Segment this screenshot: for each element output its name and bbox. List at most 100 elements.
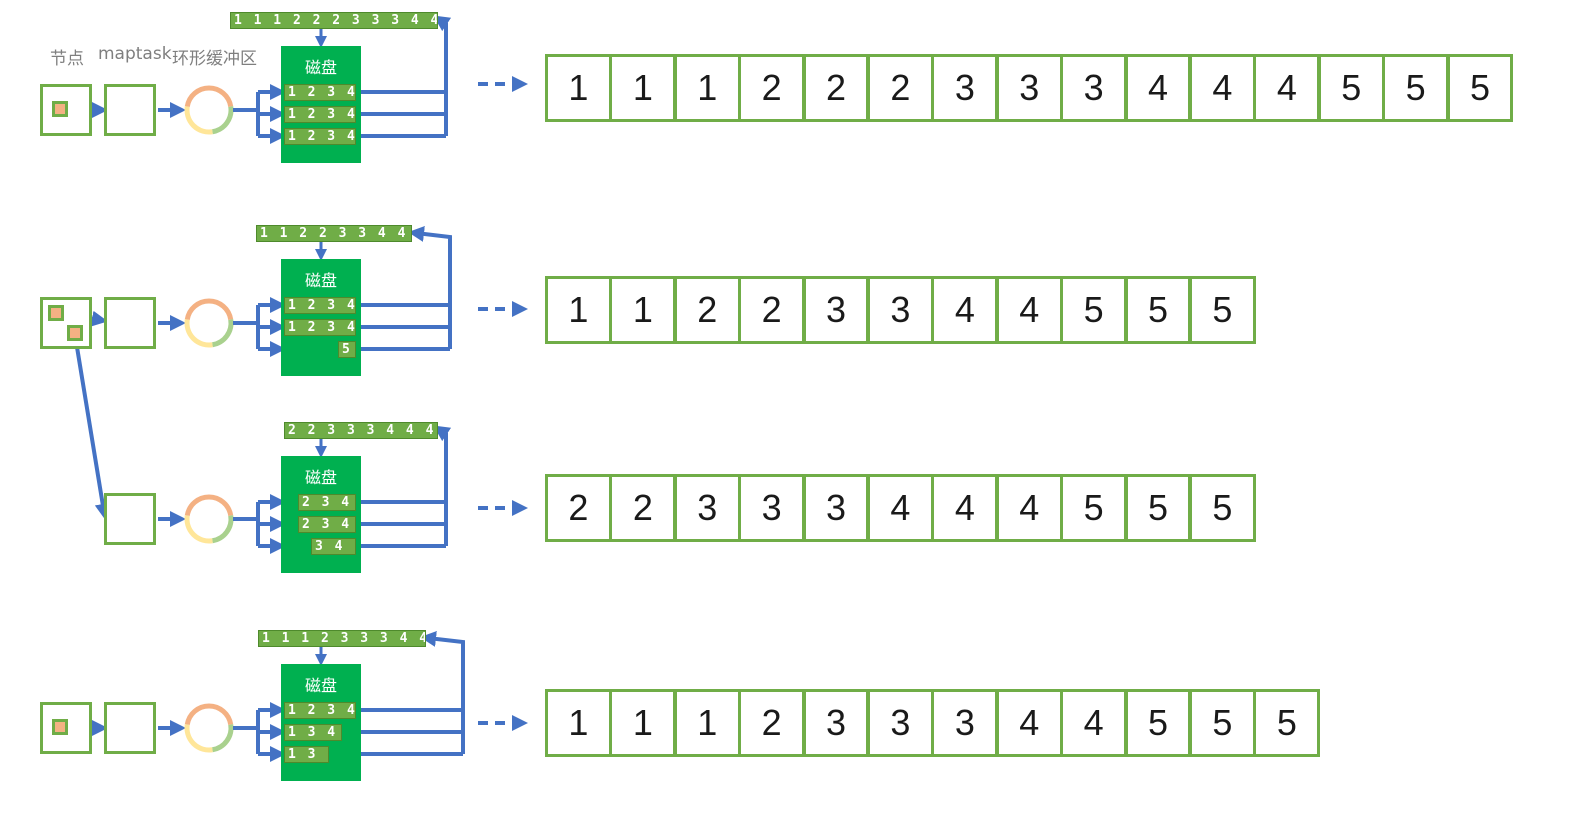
spill-file: 1 2 3 4 5	[284, 319, 356, 336]
disk-label: 磁盘	[304, 468, 337, 487]
merge-arrow	[408, 225, 452, 349]
output-cell: 3	[802, 276, 870, 344]
output-cell: 5	[1382, 54, 1450, 122]
merged-file: 1 1 2 2 3 3 4 4 5 5 5	[256, 225, 412, 242]
disk-label: 磁盘	[304, 676, 337, 695]
spill-file: 1 2 3 4 5	[284, 106, 356, 123]
ring-buffer-segment	[184, 703, 234, 726]
disk-block: 磁盘	[281, 46, 361, 163]
node-data-block	[48, 305, 64, 321]
output-cell: 1	[673, 689, 741, 757]
ring-buffer-segment	[184, 724, 213, 753]
node-data-block	[52, 719, 68, 735]
output-cell: 5	[1060, 276, 1128, 344]
output-cell: 4	[1253, 54, 1321, 122]
merged-file: 2 2 3 3 3 4 4 4 5 5 5	[284, 422, 438, 439]
disk-block: 磁盘	[281, 259, 361, 376]
ring-buffer-segment	[184, 298, 234, 321]
output-cell: 2	[867, 54, 934, 122]
node-data-block	[52, 101, 68, 117]
output-cell: 4	[995, 689, 1063, 757]
output-cell: 1	[545, 54, 612, 122]
spill-file: 1 3 4 5	[284, 724, 342, 741]
ring-buffer-segment	[211, 724, 234, 753]
disk-block: 磁盘	[281, 456, 361, 573]
output-cell: 4	[1189, 54, 1256, 122]
spill-file: 5	[338, 341, 356, 358]
output-cell: 4	[867, 474, 934, 542]
node-header-label: 节点	[50, 49, 84, 69]
output-cell: 5	[1446, 54, 1514, 122]
output-cell: 4	[995, 276, 1063, 344]
spill-file: 1 2 3 4 5	[284, 84, 356, 101]
output-cell: 2	[609, 474, 677, 542]
spill-file: 1 2 3 4 5	[284, 128, 356, 145]
ring-buffer-segment	[211, 106, 234, 135]
maptask-box	[104, 297, 156, 349]
output-cell: 5	[1317, 54, 1385, 122]
output-cell: 3	[738, 474, 806, 542]
ring-buffer-segment	[184, 106, 213, 135]
ring-buffer-segment	[211, 319, 234, 348]
ring-buffer-segment	[211, 515, 234, 544]
output-cell: 3	[1060, 54, 1128, 122]
output-cell: 5	[1189, 689, 1256, 757]
output-cell: 3	[931, 689, 999, 757]
disk-block: 磁盘	[281, 664, 361, 781]
output-cell: 1	[609, 689, 677, 757]
output-cell: 4	[931, 474, 999, 542]
output-cell: 3	[995, 54, 1063, 122]
disk-label: 磁盘	[304, 58, 337, 77]
output-cell: 3	[867, 276, 934, 344]
output-cell: 5	[1189, 474, 1256, 542]
maptask-box	[104, 702, 156, 754]
output-cell: 4	[1060, 689, 1128, 757]
merge-arrow	[433, 15, 452, 136]
output-cell: 5	[1189, 276, 1256, 344]
spill-file: 2 3 4 5	[298, 516, 356, 533]
merge-arrow	[433, 425, 452, 546]
output-cell: 4	[995, 474, 1063, 542]
node-to-maptask-arrow	[74, 340, 111, 520]
ring-buffer-segment	[184, 515, 213, 544]
output-cell: 1	[545, 689, 612, 757]
output-cell: 3	[867, 689, 934, 757]
output-cell: 2	[545, 474, 612, 542]
ring-buffer-segment	[184, 494, 234, 517]
output-cell: 1	[609, 276, 677, 344]
output-cell: 3	[802, 689, 870, 757]
output-cell: 2	[673, 276, 741, 344]
merged-file: 1 1 1 2 3 3 3 4 4 5 5 5	[258, 630, 426, 647]
spill-file: 3 4 5	[311, 538, 356, 555]
output-cell: 5	[1124, 689, 1192, 757]
output-cell: 4	[1124, 54, 1192, 122]
output-cell: 1	[673, 54, 741, 122]
output-cell: 5	[1124, 474, 1192, 542]
output-cell: 5	[1060, 474, 1128, 542]
output-cell: 2	[738, 689, 806, 757]
merged-file: 1 1 1 2 2 2 3 3 3 4 4 4 5 5 5	[230, 12, 438, 29]
disk-label: 磁盘	[304, 271, 337, 290]
output-cell: 4	[931, 276, 999, 344]
spill-file: 2 3 4 5	[298, 494, 356, 511]
output-cell: 5	[1253, 689, 1321, 757]
maptask-header-label: maptask	[98, 44, 172, 64]
output-cell: 3	[673, 474, 741, 542]
output-cell: 1	[545, 276, 612, 344]
node-box	[40, 84, 92, 136]
spill-file: 1 3 5	[284, 746, 329, 763]
ring-buffer-segment	[184, 319, 213, 348]
maptask-box	[104, 493, 156, 545]
buffer-header-label: 环形缓冲区	[172, 49, 257, 69]
spill-file: 1 2 3 4 5	[284, 297, 356, 314]
maptask-box	[104, 84, 156, 136]
output-cell: 3	[802, 474, 870, 542]
output-cell: 2	[738, 54, 806, 122]
ring-buffer-segment	[184, 85, 234, 108]
output-cell: 2	[802, 54, 870, 122]
output-cell: 3	[931, 54, 999, 122]
spill-file: 1 2 3 4 5	[284, 702, 356, 719]
output-cell: 2	[738, 276, 806, 344]
node-data-block	[67, 325, 83, 341]
